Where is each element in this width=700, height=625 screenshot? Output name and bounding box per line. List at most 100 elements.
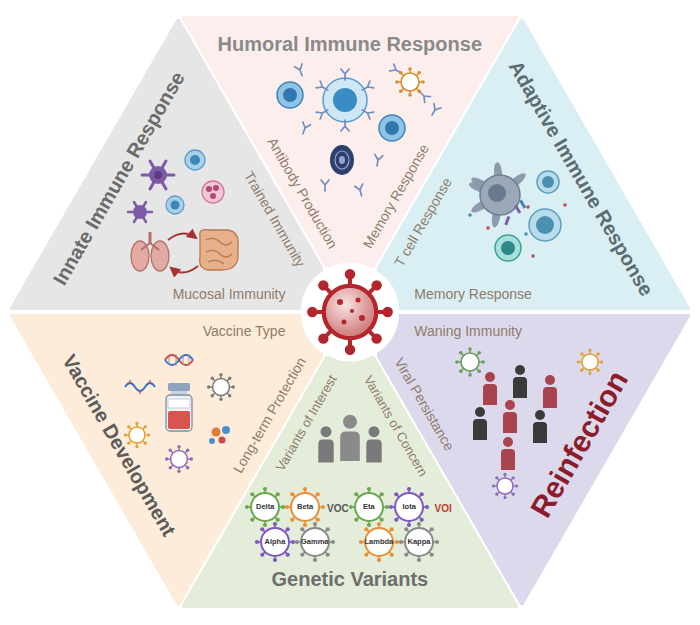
innate-cells (149, 232, 152, 243)
innate-cells (202, 181, 224, 203)
adaptive-cells (468, 162, 567, 261)
variant-name: Lambda (365, 538, 394, 546)
humoral-cells (283, 88, 297, 102)
reinfection-people (503, 400, 517, 433)
adaptive-cells (563, 203, 567, 207)
vaccine-types (169, 356, 170, 364)
adaptive-cells (514, 205, 521, 214)
segment-fill (183, 357, 518, 607)
hexagon-segment: Vaccine DevelopmentVaccine TypeLong-term… (10, 314, 323, 605)
innate-cells (171, 201, 180, 210)
humoral-cells (330, 145, 354, 175)
vaccine-types (125, 383, 155, 391)
segment-label: Vaccine Type (203, 323, 286, 339)
adaptive-cells (468, 213, 472, 217)
variant-viruses (340, 415, 360, 461)
innate-cells (206, 238, 232, 264)
adaptive-cells (488, 184, 506, 202)
innate-cells (149, 166, 167, 184)
vaccine-types (139, 390, 140, 394)
segment-fill (183, 17, 518, 267)
humoral-cells (295, 64, 441, 197)
segment-label: Mucosal Immunity (173, 286, 286, 302)
innate-cells (141, 243, 159, 250)
vaccine-types (165, 355, 193, 365)
reinfection-people (455, 347, 485, 377)
group-tag: VOI (435, 503, 452, 514)
adaptive-cells (486, 226, 490, 230)
variant-viruses (399, 522, 439, 562)
humoral-cells (385, 121, 399, 135)
adaptive-cells (468, 162, 528, 228)
segment-heading: Reinfection (524, 365, 636, 524)
reinfection-people (492, 473, 518, 499)
adaptive-cells (501, 241, 515, 255)
variant-viruses (389, 487, 429, 527)
vaccine-types (189, 354, 190, 366)
vaccine-types (183, 355, 184, 365)
innate-cells (206, 186, 212, 192)
vaccine-types (168, 383, 190, 391)
vaccine-types (168, 399, 190, 408)
variant-name: Iota (403, 503, 416, 511)
innate-cells (142, 161, 174, 189)
innate-cells (190, 155, 200, 165)
reinfection-people (513, 365, 527, 398)
adaptive-cells (537, 171, 559, 193)
center-virus (350, 309, 354, 313)
hexagon-segment: ReinfectionWaning ImmunityViral Persista… (377, 314, 690, 605)
reinfection-people (533, 410, 547, 443)
humoral-cells (373, 154, 383, 166)
segment-heading: Genetic Variants (272, 568, 429, 591)
vaccine-types (212, 428, 221, 437)
vaccine-types (222, 426, 230, 434)
humoral-cells (341, 120, 349, 131)
center-virus (356, 298, 361, 303)
adaptive-cells (526, 205, 530, 209)
segment-label: Long-term Protection (229, 355, 308, 476)
adaptive-cells (495, 235, 521, 261)
variant-viruses (255, 522, 295, 562)
humoral-cells (395, 67, 425, 97)
adaptive-cells (519, 200, 526, 209)
variant-name: Kappa (408, 538, 431, 546)
innate-cells (154, 171, 162, 179)
vaccine-types (165, 355, 193, 365)
humoral-cells (295, 64, 306, 77)
hexagon-segment: Humoral Immune ResponseAntibody Producti… (182, 16, 518, 268)
vaccine-types (209, 438, 215, 444)
humoral-cells (299, 122, 310, 135)
innate-cells (166, 196, 184, 214)
vaccine-types (165, 445, 193, 473)
variant-viruses (295, 522, 335, 562)
center-virus (307, 269, 393, 355)
segment-heading: Innate Immune Response (48, 68, 189, 289)
humoral-cells (277, 82, 303, 108)
segment-fill (11, 315, 323, 605)
segment-heading: Adaptive Immune Response (504, 57, 658, 300)
humoral-cells (339, 156, 345, 164)
vaccine-types (129, 380, 130, 384)
variant-viruses (245, 487, 285, 527)
innate-cells (171, 266, 198, 273)
vaccine-types (149, 380, 150, 384)
segment-shape (10, 314, 323, 605)
segment-fill (11, 19, 323, 309)
vaccine-types (176, 354, 177, 366)
vaccine-types (219, 437, 226, 444)
hexagon-segment: Genetic VariantsVariants of InterestVari… (182, 356, 518, 608)
segment-heading: Humoral Immune Response (218, 33, 483, 56)
variant-viruses (318, 426, 333, 462)
segment-fill (377, 19, 689, 309)
segment-label: Waning Immunity (414, 323, 522, 339)
adaptive-cells (531, 254, 535, 258)
center-virus (326, 288, 374, 336)
variant-name: Delta (256, 503, 274, 511)
hexagon-segment: Adaptive Immune ResponseT cell ResponseM… (377, 19, 690, 310)
adaptive-cells (529, 209, 561, 241)
reinfection-people (473, 407, 487, 440)
innate-cells (200, 230, 239, 270)
humoral-cells (323, 78, 367, 122)
segment-fill (377, 315, 689, 605)
